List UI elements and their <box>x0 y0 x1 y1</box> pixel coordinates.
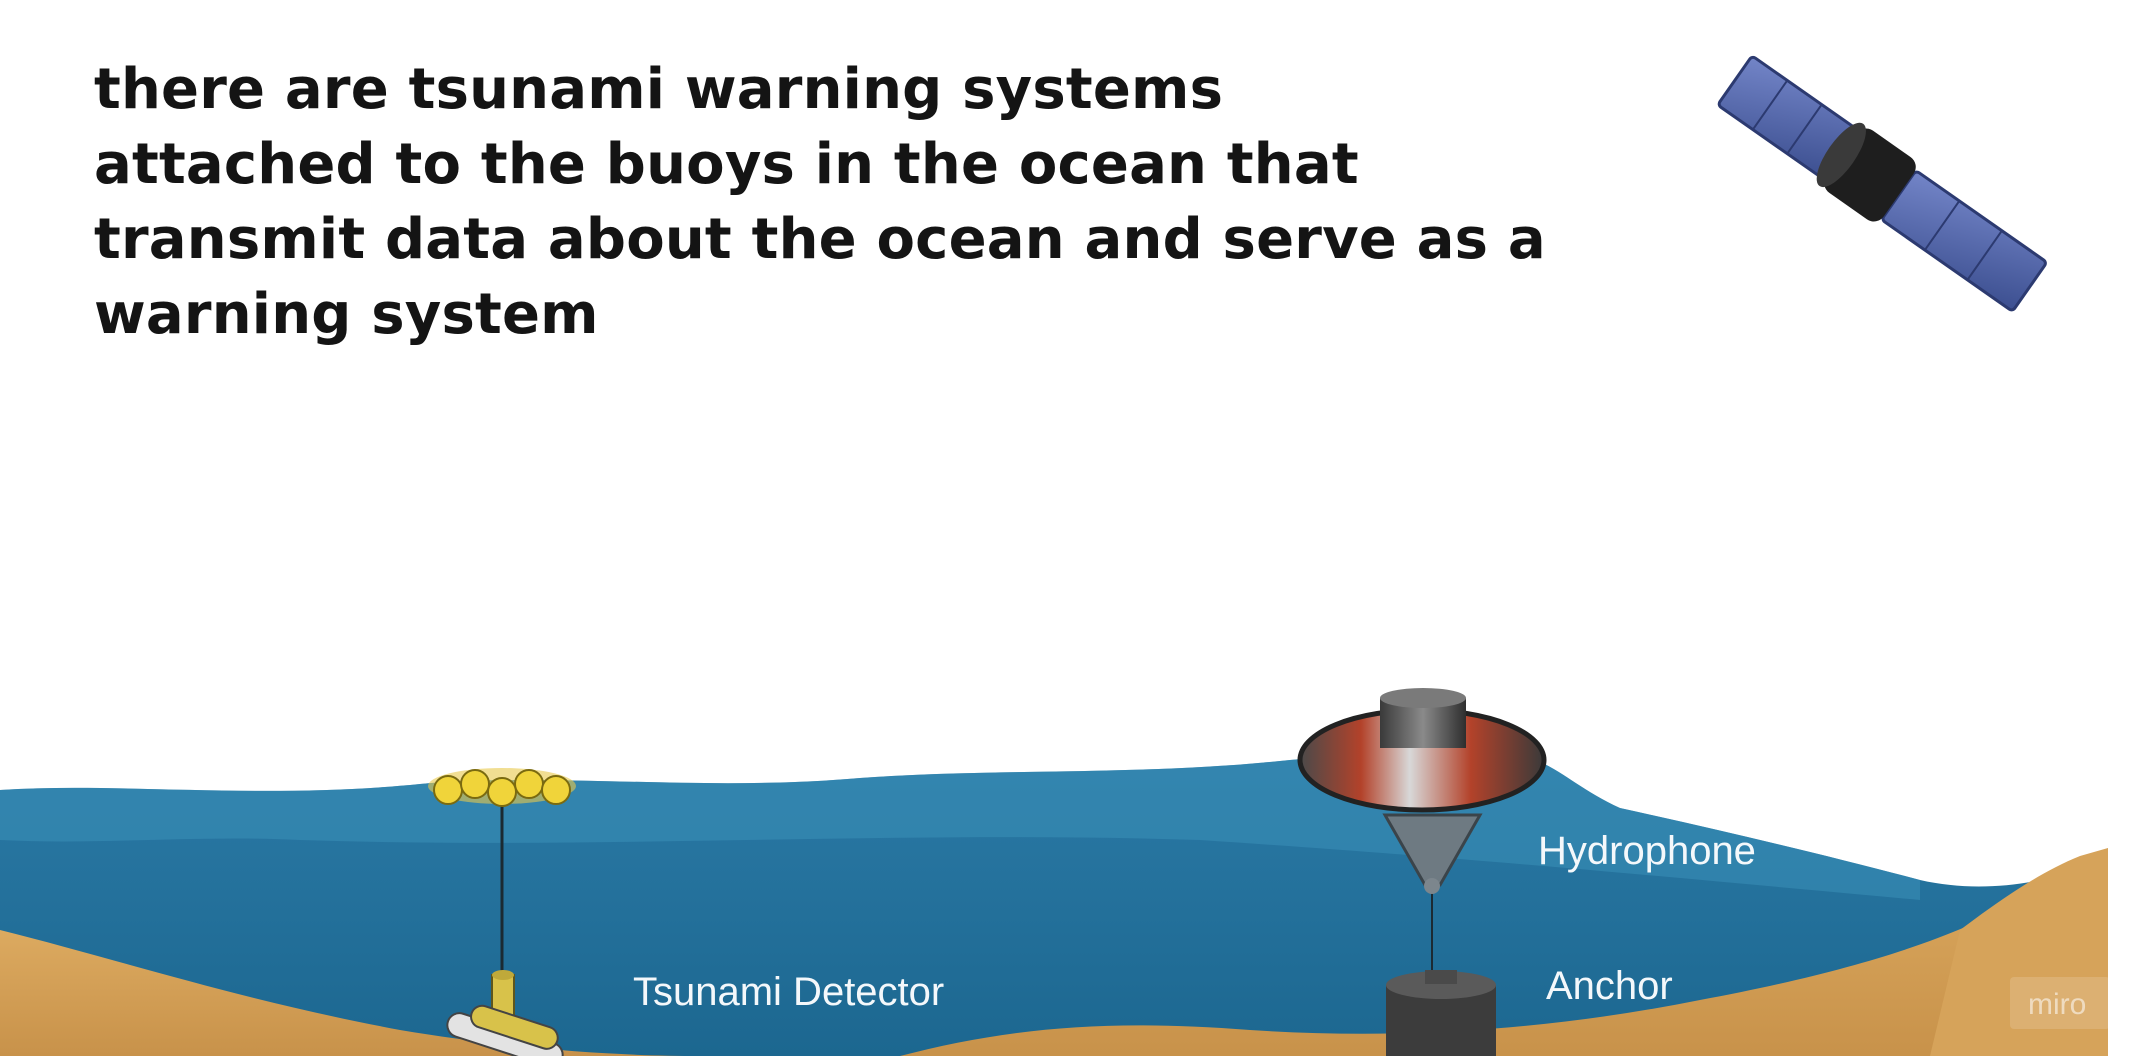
anchor-icon <box>1386 970 1496 1056</box>
coastline <box>1930 848 2108 1056</box>
satellite-icon <box>1717 55 2047 312</box>
label-anchor: Anchor <box>1546 964 1673 1008</box>
caption-line: warning system <box>94 282 599 347</box>
surface-buoy-icon <box>1297 688 1547 990</box>
float-cluster-icon <box>428 768 576 990</box>
label-tsunami-detector: Tsunami Detector <box>633 970 944 1014</box>
caption-line: transmit data about the ocean and serve … <box>94 207 1546 272</box>
tsunami-detector-icon <box>446 970 564 1056</box>
label-hydrophone: Hydrophone <box>1538 829 1756 873</box>
caption-line: attached to the buoys in the ocean that <box>94 132 1359 197</box>
miro-watermark: miro <box>2028 988 2086 1021</box>
caption-text: there are tsunami warning systems attach… <box>94 52 1594 352</box>
caption-line: there are tsunami warning systems <box>94 57 1224 122</box>
sea-bed <box>0 930 700 1056</box>
watermark-badge <box>2010 977 2110 1029</box>
sea-bed <box>900 848 2108 1056</box>
